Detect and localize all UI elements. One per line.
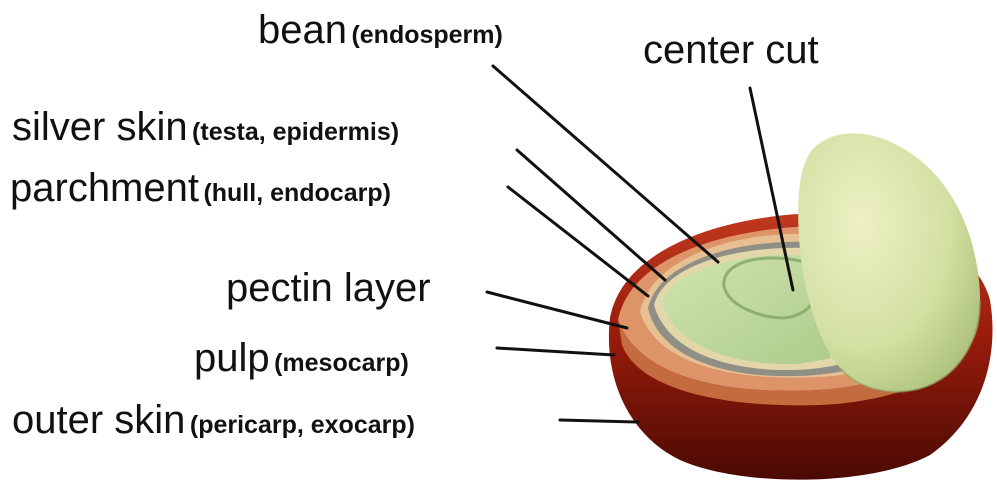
label-silver-skin-sub: (testa, epidermis): [192, 118, 399, 146]
leader-line-silver-skin: [517, 150, 665, 280]
label-bean-main: bean: [258, 8, 347, 52]
label-pulp-sub: (mesocarp): [274, 349, 409, 377]
label-parchment: parchment (hull, endocarp): [10, 168, 391, 208]
label-center-cut-main: center cut: [643, 28, 819, 72]
leader-line-pectin: [487, 292, 627, 328]
label-center-cut: center cut: [643, 30, 819, 70]
label-outer-skin-main: outer skin: [12, 398, 185, 442]
label-pectin-layer-main: pectin layer: [226, 266, 431, 310]
label-outer-skin-sub: (pericarp, exocarp): [190, 411, 415, 439]
leader-line-outer-skin: [560, 420, 638, 422]
label-silver-skin-main: silver skin: [12, 105, 188, 149]
leader-line-bean: [493, 66, 718, 262]
label-parchment-sub: (hull, endocarp): [203, 179, 391, 207]
label-pectin-layer: pectin layer: [226, 268, 431, 308]
label-pulp-main: pulp: [194, 336, 270, 380]
label-bean-sub: (endosperm): [351, 21, 502, 49]
label-outer-skin: outer skin (pericarp, exocarp): [12, 400, 415, 440]
label-bean: bean (endosperm): [258, 10, 503, 50]
label-parchment-main: parchment: [10, 166, 199, 210]
label-silver-skin: silver skin (testa, epidermis): [12, 107, 399, 147]
leader-line-pulp: [497, 348, 614, 355]
label-pulp: pulp (mesocarp): [194, 338, 409, 378]
